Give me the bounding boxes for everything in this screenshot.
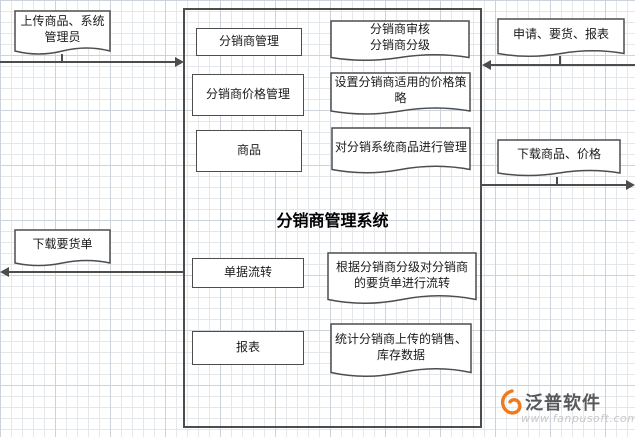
doc-label: 设置分销商适用的价格策略	[334, 75, 467, 105]
doc-label: 申请、要货、报表	[512, 27, 609, 42]
arrowhead-into-system-right-icon	[482, 60, 491, 70]
doc-label: 统计分销商上传的销售、库存数据	[334, 332, 467, 362]
document-shape-outline	[327, 252, 477, 304]
doc-sales-stats: 统计分销商上传的销售、库存数据	[330, 323, 472, 381]
fanpu-logo-icon	[500, 389, 522, 415]
doc-label: 上传商品、系统管理员	[20, 14, 105, 44]
doc-distributor-audit: 分销商审核 分销商分级	[330, 20, 470, 64]
doc-apply-report: 申请、要货、报表	[497, 18, 625, 60]
module-goods: 商品	[196, 130, 302, 172]
system-container	[183, 8, 482, 428]
doc-label: 对分销系统商品进行管理	[335, 140, 468, 155]
connector-apply	[559, 56, 561, 64]
arrow-line-system-to-download-goods	[482, 184, 627, 186]
arrow-line-apply-to-system	[490, 64, 635, 66]
document-shape-outline	[14, 10, 111, 55]
module-price-management: 分销商价格管理	[192, 74, 304, 116]
doc-label: 下载要货单	[32, 237, 93, 252]
doc-goods-management: 对分销系统商品进行管理	[331, 127, 471, 177]
arrowhead-out-right-icon	[626, 180, 635, 190]
document-shape-outline	[330, 323, 472, 377]
document-shape-outline	[330, 72, 471, 115]
module-document-flow: 单据流转	[192, 258, 304, 288]
arrow-line-system-to-download-order	[8, 271, 183, 273]
document-shape-outline	[14, 229, 111, 267]
arrow-line-upload-to-system	[0, 61, 176, 63]
document-shape-outline	[331, 127, 471, 174]
doc-label: 根据分销商分级对分销商的要货单进行流转	[335, 260, 468, 290]
document-shape-outline	[497, 18, 625, 57]
connector-download-goods	[556, 177, 558, 184]
document-shape-outline	[497, 139, 621, 177]
arrowhead-into-system-left-icon	[175, 57, 184, 67]
document-shape-outline	[330, 20, 470, 61]
doc-download-order: 下载要货单	[14, 229, 111, 269]
system-title: 分销商管理系统	[276, 211, 389, 230]
doc-label: 下载商品、价格	[516, 147, 601, 162]
arrowhead-out-left-icon	[0, 267, 9, 277]
module-distributor-management: 分销商管理	[196, 28, 302, 56]
connector-upload	[61, 54, 63, 62]
doc-upload-goods-admin: 上传商品、系统管理员	[14, 10, 111, 58]
doc-download-goods-price: 下载商品、价格	[497, 139, 621, 179]
doc-order-flow: 根据分销商分级对分销商的要货单进行流转	[327, 252, 477, 308]
doc-label: 分销商审核 分销商分级	[369, 22, 430, 52]
module-report: 报表	[192, 331, 304, 365]
fanpu-logo: 泛普软件	[500, 389, 601, 415]
doc-price-strategy: 设置分销商适用的价格策略	[330, 72, 471, 118]
fanpu-logo-text: 泛普软件	[525, 393, 601, 414]
watermark-url: www.fanpusoft.com	[521, 412, 635, 425]
